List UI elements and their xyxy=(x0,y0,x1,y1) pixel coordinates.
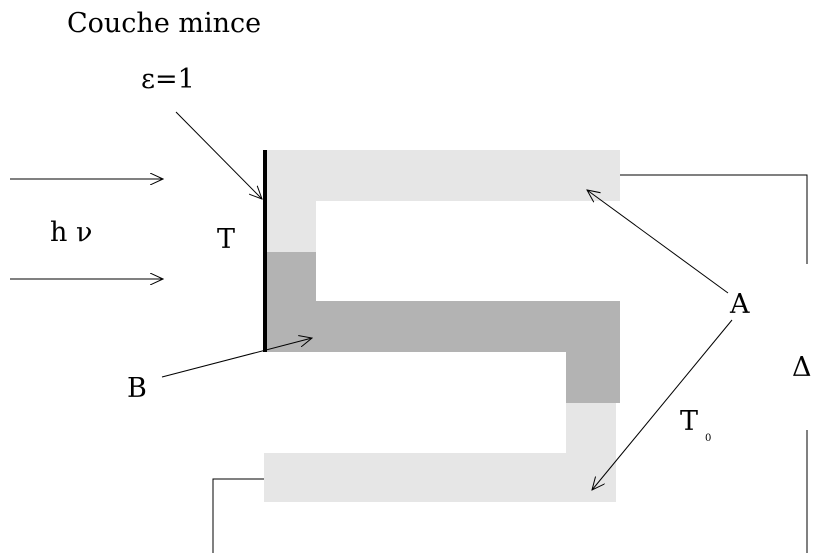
region-a-right-stub xyxy=(566,402,616,455)
t0-subscript: 0 xyxy=(705,433,711,444)
region-a-bottom-arm xyxy=(264,453,616,502)
region-a-left-stub xyxy=(264,150,316,252)
epsilon-pointer-arrow xyxy=(175,111,262,199)
b-pointer-arrow xyxy=(161,338,312,378)
b-label: B xyxy=(127,373,147,404)
region-b-right-drop xyxy=(566,301,620,403)
epsilon-label: ε=1 xyxy=(141,64,195,95)
t0-label: T xyxy=(680,406,698,437)
a-pointer-arrow-top xyxy=(587,190,729,294)
wire-top-right xyxy=(620,174,808,264)
delta-label: Δ xyxy=(792,352,812,383)
a-label: A xyxy=(729,289,750,320)
region-a-top-arm xyxy=(264,150,620,201)
title-label: Couche mince xyxy=(67,8,261,39)
wire-bottom-left xyxy=(212,478,264,553)
region-b-middle-arm xyxy=(264,301,620,352)
a-pointer-arrow-bottom xyxy=(592,319,733,490)
h-nu-label: h ν xyxy=(50,217,92,248)
region-a-light xyxy=(264,150,620,502)
region-b-dark xyxy=(264,252,620,403)
t-label: T xyxy=(217,224,235,255)
